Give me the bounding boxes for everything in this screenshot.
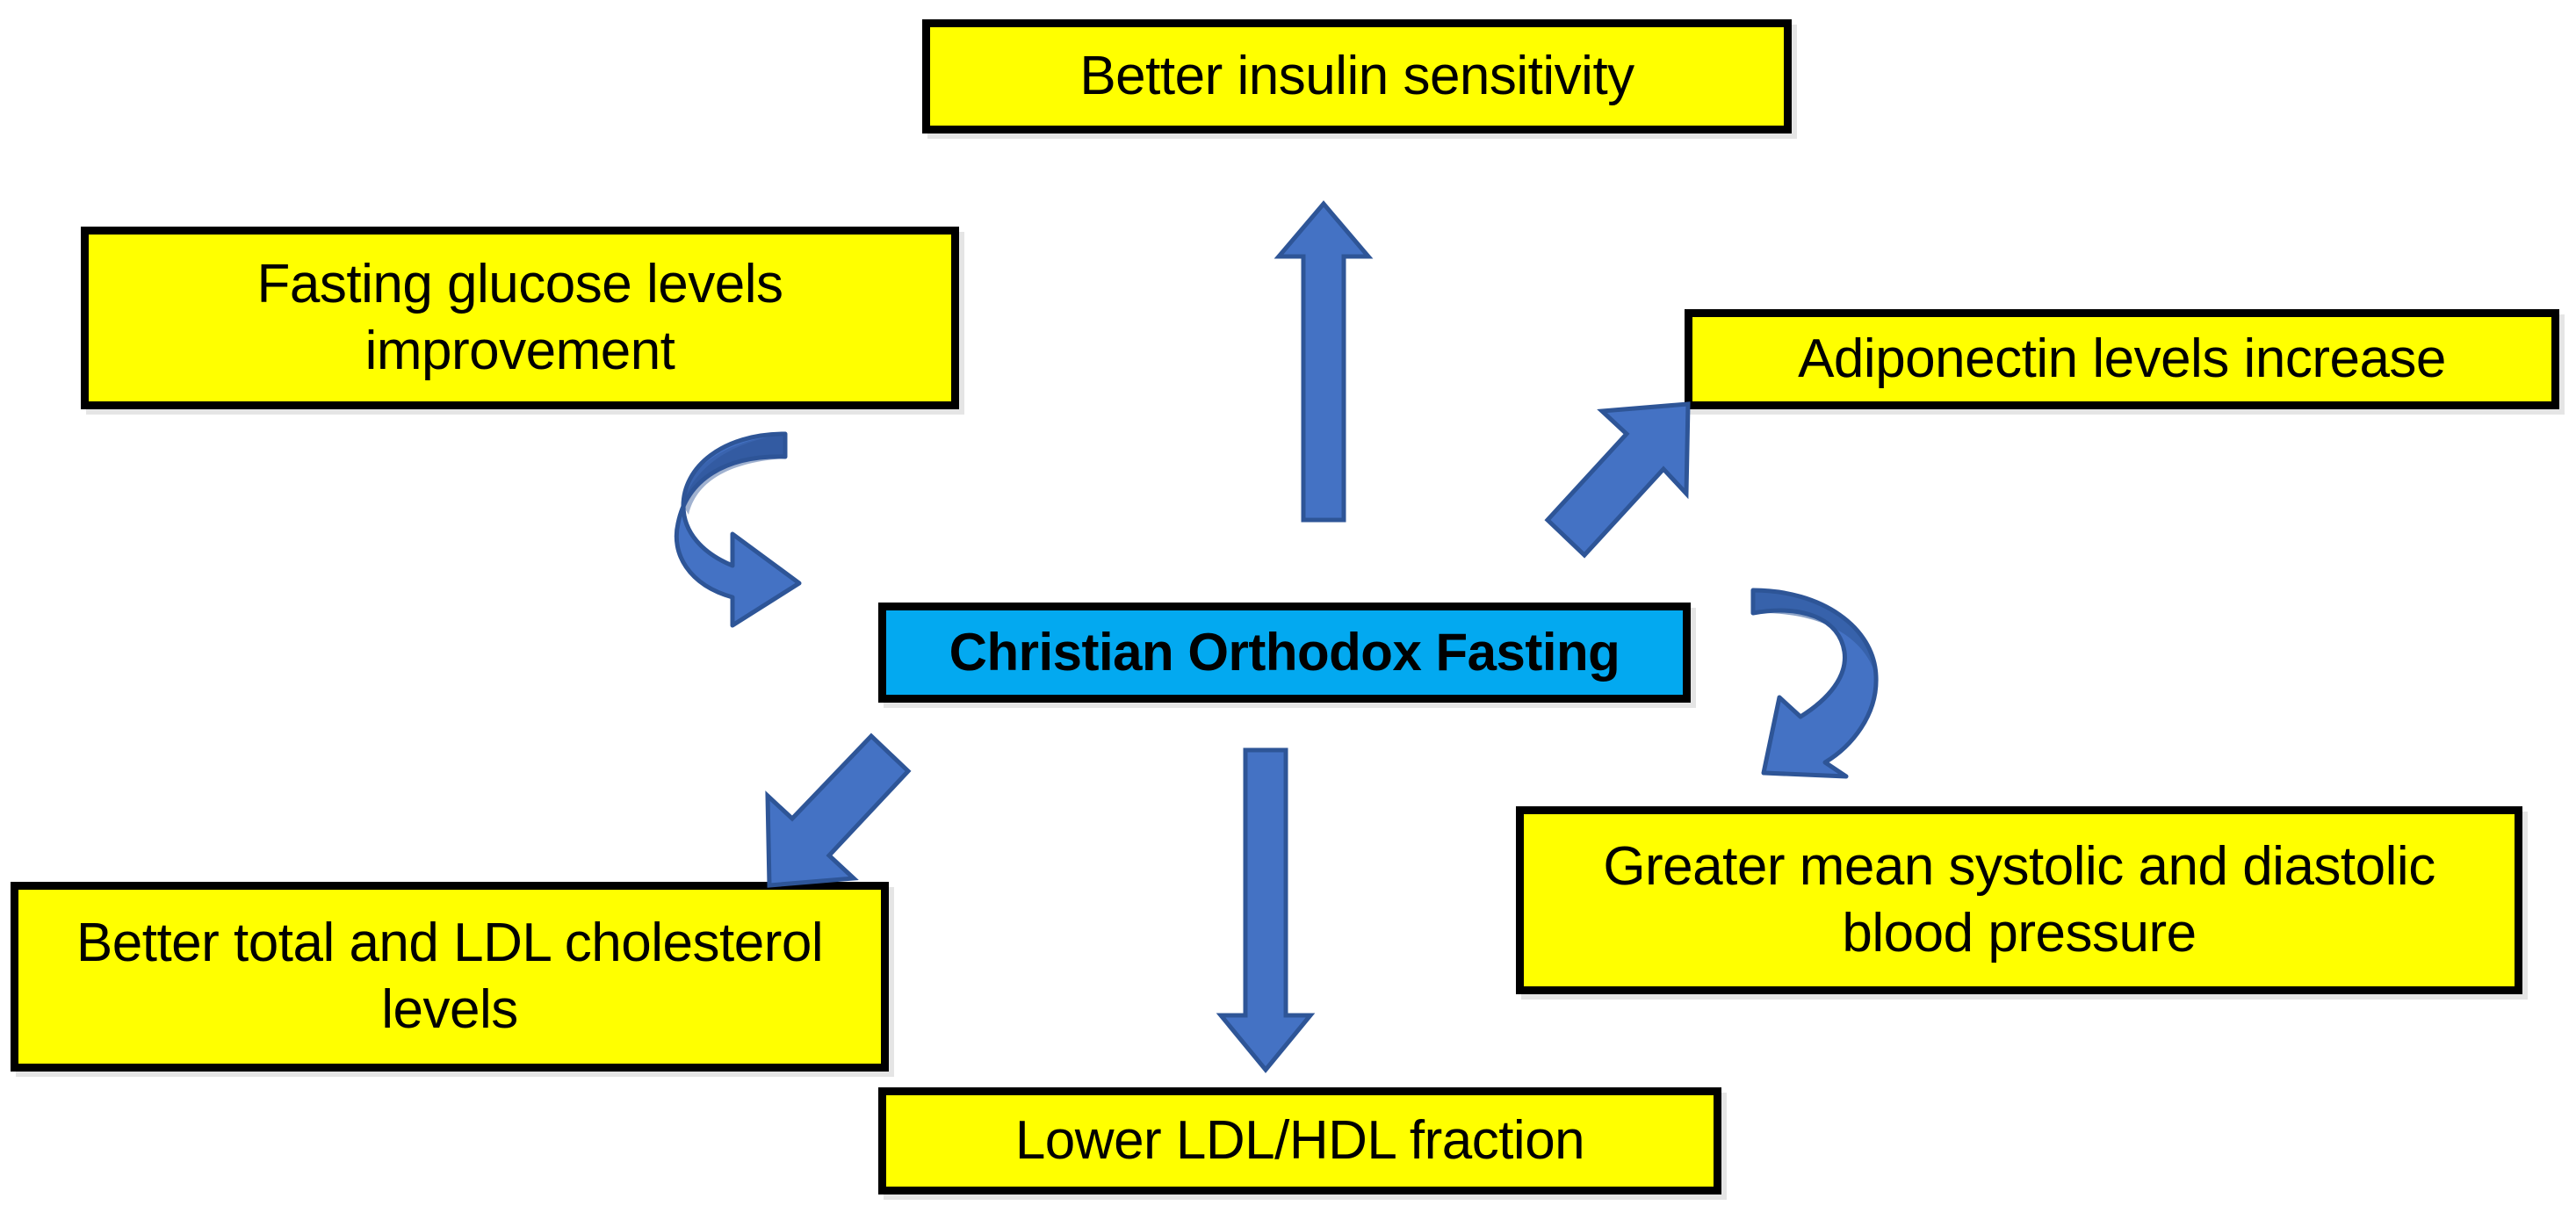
arrow-diagonal-adiponectin (1530, 395, 1697, 571)
arrow-down-left-icon (765, 733, 912, 888)
curved-arrow-right-icon (674, 431, 802, 628)
arrow-up-icon (1274, 200, 1374, 523)
arrow-curved-glucose (674, 429, 843, 631)
arrow-down-icon (1216, 747, 1316, 1073)
curved-arrow-down-icon (1750, 588, 1879, 779)
node-adiponectin-levels-increase: Adiponectin levels increase (1685, 309, 2559, 409)
node-better-total-and-ldl-cholesterol-levels: Better total and LDL cholesterol levels (11, 882, 889, 1072)
node-better-insulin-sensitivity: Better insulin sensitivity (922, 19, 1792, 134)
node-lower-ldl-hdl-fraction: Lower LDL/HDL fraction (878, 1087, 1721, 1195)
arrow-up-right-icon (1544, 401, 1691, 559)
node-label: Adiponectin levels increase (1798, 328, 2446, 390)
arrow-down-ldl-hdl (1216, 747, 1316, 1073)
arrow-curved-blood-pressure (1741, 585, 1908, 780)
node-greater-mean-systolic-and-diastolic-blood-pressure: Greater mean systolic and diastolic bloo… (1516, 806, 2522, 994)
node-label: Christian Orthodox Fasting (949, 623, 1620, 682)
node-label: Fasting glucose levels improvement (256, 254, 783, 381)
node-christian-orthodox-fasting: Christian Orthodox Fasting (878, 603, 1691, 703)
node-label: Lower LDL/HDL fraction (1014, 1110, 1585, 1172)
node-label: Better insulin sensitivity (1079, 46, 1634, 107)
arrow-diagonal-cholesterol (755, 731, 931, 898)
node-label: Greater mean systolic and diastolic bloo… (1603, 836, 2435, 964)
node-label: Better total and LDL cholesterol levels (76, 913, 824, 1040)
arrow-up-insulin (1274, 200, 1374, 523)
node-fasting-glucose-levels-improvement: Fasting glucose levels improvement (81, 227, 959, 409)
